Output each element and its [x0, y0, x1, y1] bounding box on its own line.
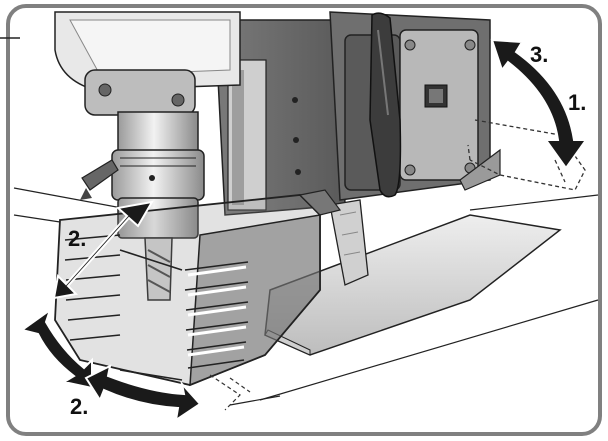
- rear-housing: [329, 11, 501, 201]
- callout-step-2-upper: 2.: [68, 226, 86, 251]
- double-arrow-icon: [52, 200, 154, 300]
- curved-arrow-bottom-icon: [84, 364, 202, 423]
- callout-step-3: 3.: [530, 42, 548, 67]
- drill-bit: [144, 237, 173, 301]
- guard-strap: [329, 199, 369, 286]
- guard-swing-outline: [209, 374, 251, 411]
- callout-step-2-lower: 2.: [70, 394, 88, 419]
- curved-arrow-right-icon: [490, 38, 588, 170]
- depth-knob: [80, 159, 119, 200]
- motor-housing: [54, 11, 241, 116]
- chip-guard: [54, 189, 342, 387]
- handle-lever-icon: [369, 12, 402, 198]
- drill-column: [214, 19, 346, 216]
- work-surface: [13, 187, 599, 406]
- callout-step-1: 1.: [568, 90, 586, 115]
- bracket-outline: [467, 119, 586, 191]
